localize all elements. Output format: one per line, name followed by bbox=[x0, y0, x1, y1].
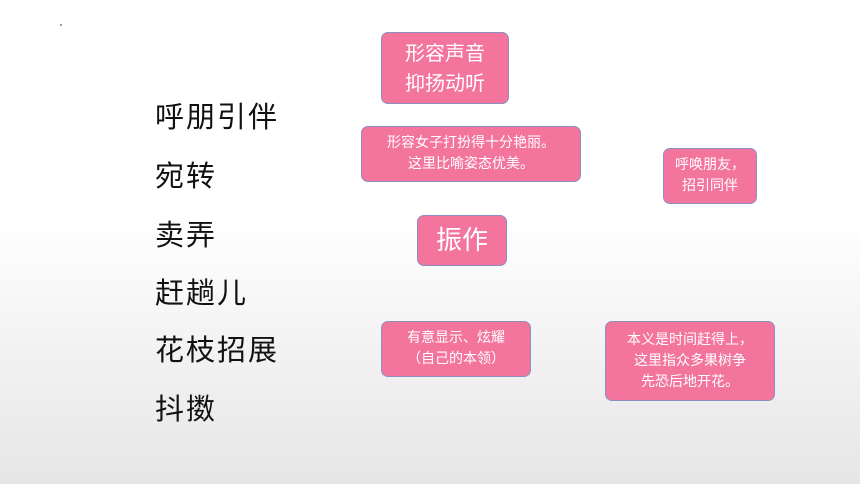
card-benyi-shijian[interactable]: 本义是时间赶得上， 这里指众多果树争 先恐后地开花。 bbox=[605, 321, 775, 401]
card-youyi-xianshi[interactable]: 有意显示、炫耀 （自己的本领） bbox=[381, 321, 531, 377]
word-dousou: 抖擞 bbox=[155, 392, 218, 426]
word-hupengyinban: 呼朋引伴 bbox=[155, 100, 280, 134]
word-gantanger: 赶趟儿 bbox=[155, 276, 249, 310]
card-huhuan-pengyou[interactable]: 呼唤朋友， 招引同伴 bbox=[663, 148, 757, 204]
card-xingrong-shengyin[interactable]: 形容声音 抑扬动听 bbox=[381, 32, 509, 104]
word-mainong: 卖弄 bbox=[155, 218, 218, 252]
corner-dot bbox=[60, 24, 62, 26]
card-zhenzuo[interactable]: 振作 bbox=[417, 215, 507, 266]
word-wanzhuan: 宛转 bbox=[155, 159, 218, 193]
word-huazhizhaozhan: 花枝招展 bbox=[155, 333, 280, 367]
card-xingrong-nvzi[interactable]: 形容女子打扮得十分艳丽。 这里比喻姿态优美。 bbox=[361, 126, 581, 182]
